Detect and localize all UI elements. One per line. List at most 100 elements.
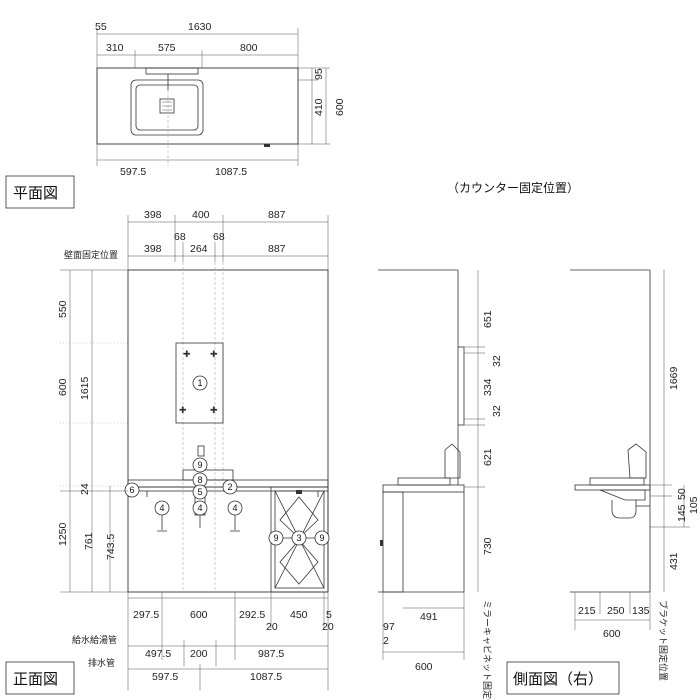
front-dim-5975: 597.5 bbox=[152, 671, 178, 683]
front-dim-5: 5 bbox=[326, 609, 332, 621]
front-dim-2925: 292.5 bbox=[239, 609, 265, 621]
side-dim-334: 334 bbox=[482, 378, 494, 396]
svg-text:✚: ✚ bbox=[210, 350, 218, 360]
svg-text:2: 2 bbox=[227, 482, 232, 492]
wall-fixing-label: 壁面固定位置 bbox=[64, 249, 118, 261]
side2-counter bbox=[574, 484, 651, 491]
callout-1: 1 bbox=[192, 375, 208, 391]
plan-dim-55: 55 bbox=[95, 21, 107, 33]
side-dim-730: 730 bbox=[482, 537, 494, 555]
side2-dim-135: 135 bbox=[632, 605, 650, 617]
plan-dim-600: 600 bbox=[334, 98, 346, 116]
front-dim-264: 264 bbox=[190, 243, 208, 255]
side2-dim-250: 250 bbox=[607, 605, 625, 617]
side2-sink bbox=[589, 477, 645, 486]
front-dim-600-bottom: 600 bbox=[190, 609, 208, 621]
front-dim-200: 200 bbox=[190, 648, 208, 660]
front-dim-1250: 1250 bbox=[57, 522, 69, 546]
side-dim-32b: 32 bbox=[491, 405, 503, 417]
side2-bracket bbox=[599, 489, 646, 501]
side-counter bbox=[382, 484, 465, 493]
front-dim-887a: 887 bbox=[268, 209, 286, 221]
side2-dim-1669: 1669 bbox=[668, 366, 680, 390]
side-view-2: 1669 50 145 105 431 215 250 135 600 ブラケッ… bbox=[570, 269, 700, 681]
side2-dim-145: 145 bbox=[676, 504, 688, 522]
side-dim-651: 651 bbox=[482, 310, 494, 328]
front-dim-20a: 20 bbox=[266, 621, 278, 633]
callout-5: 5 bbox=[192, 484, 208, 500]
callout-4-right: 4 bbox=[227, 500, 243, 516]
callout-4-center: 4 bbox=[192, 500, 208, 516]
side-title-box bbox=[506, 661, 620, 695]
side-mirror-cabinet bbox=[457, 346, 465, 426]
front-dim-4975: 497.5 bbox=[145, 648, 171, 660]
front-view: 398 400 887 68 68 398 264 887 壁面固定位置 ✚ ✚… bbox=[5, 209, 334, 695]
side-sink bbox=[397, 477, 451, 486]
plan-dim-597: 597.5 bbox=[120, 166, 146, 178]
svg-text:✚: ✚ bbox=[179, 406, 187, 416]
side2-dim-50: 50 bbox=[676, 488, 688, 500]
side-dim-32a: 32 bbox=[491, 355, 503, 367]
front-faucet bbox=[197, 445, 205, 457]
plan-counter bbox=[96, 67, 299, 145]
front-dim-20b: 20 bbox=[322, 621, 334, 633]
side2-dim-600: 600 bbox=[603, 628, 621, 640]
callout-4-left: 4 bbox=[154, 500, 170, 516]
plan-sink-bowl bbox=[130, 79, 204, 136]
front-dim-1615: 1615 bbox=[79, 376, 91, 400]
callout-8: 9 bbox=[192, 457, 208, 473]
side-dim-600: 600 bbox=[415, 661, 433, 673]
side2-drain-trap bbox=[611, 500, 637, 519]
svg-text:8: 8 bbox=[197, 475, 202, 485]
side-dim-621: 621 bbox=[482, 448, 494, 466]
front-dim-600-left: 600 bbox=[57, 378, 69, 396]
plan-dim-800: 800 bbox=[240, 42, 258, 54]
front-dim-398b: 398 bbox=[144, 243, 162, 255]
callout-2: 2 bbox=[222, 479, 238, 495]
front-dim-400: 400 bbox=[192, 209, 210, 221]
plan-dim-575: 575 bbox=[158, 42, 176, 54]
side-dim-2: 2 bbox=[383, 635, 389, 647]
front-title-box bbox=[5, 661, 75, 695]
plan-dim-95: 95 bbox=[313, 68, 325, 80]
front-dim-68a: 68 bbox=[174, 231, 186, 243]
svg-text:1: 1 bbox=[197, 378, 202, 388]
front-dim-398a: 398 bbox=[144, 209, 162, 221]
svg-text:9: 9 bbox=[197, 460, 202, 470]
side-view-1: 651 32 334 32 621 730 491 97 2 600 ミラーキャ… bbox=[378, 269, 503, 700]
side-cabinet-side bbox=[382, 491, 404, 593]
plan-title: 平面図 bbox=[13, 184, 58, 202]
svg-text:9: 9 bbox=[319, 533, 324, 543]
counter-position-title: （カウンター固定位置） bbox=[447, 180, 579, 195]
side-title: 側面図（右） bbox=[513, 670, 603, 688]
callout-9-left: 9 bbox=[268, 530, 284, 546]
front-dim-24: 24 bbox=[79, 483, 91, 495]
plan-dim-1630: 1630 bbox=[188, 21, 212, 33]
plan-title-box bbox=[5, 175, 75, 209]
front-title: 正面図 bbox=[13, 670, 58, 688]
svg-text:6: 6 bbox=[129, 485, 134, 495]
plan-view: 55 1630 310 575 800 95 410 600 597.5 108… bbox=[5, 21, 346, 209]
front-dim-7435: 743.5 bbox=[105, 534, 117, 560]
front-dim-9875: 987.5 bbox=[258, 648, 284, 660]
side2-dim-431: 431 bbox=[668, 552, 680, 570]
bracket-label: ブラケット固定位置 bbox=[657, 600, 669, 681]
front-dim-10875: 1087.5 bbox=[250, 671, 282, 683]
side2-faucet bbox=[627, 443, 647, 479]
callout-9-right: 9 bbox=[314, 530, 330, 546]
svg-text:5: 5 bbox=[197, 487, 202, 497]
drain-pipe-label: 排水管 bbox=[88, 657, 115, 669]
plan-dim-1087: 1087.5 bbox=[215, 166, 247, 178]
svg-text:4: 4 bbox=[232, 503, 237, 513]
front-dim-450: 450 bbox=[290, 609, 308, 621]
plan-dim-410: 410 bbox=[313, 98, 325, 116]
front-dim-761: 761 bbox=[83, 532, 95, 550]
side2-dim-105: 105 bbox=[688, 496, 700, 514]
svg-text:4: 4 bbox=[159, 503, 164, 513]
side-dim-491: 491 bbox=[420, 611, 438, 623]
callout-3: 3 bbox=[291, 530, 307, 546]
plan-faucet-base bbox=[145, 67, 199, 75]
front-dim-887b: 887 bbox=[268, 243, 286, 255]
side-dim-97: 97 bbox=[383, 621, 395, 633]
